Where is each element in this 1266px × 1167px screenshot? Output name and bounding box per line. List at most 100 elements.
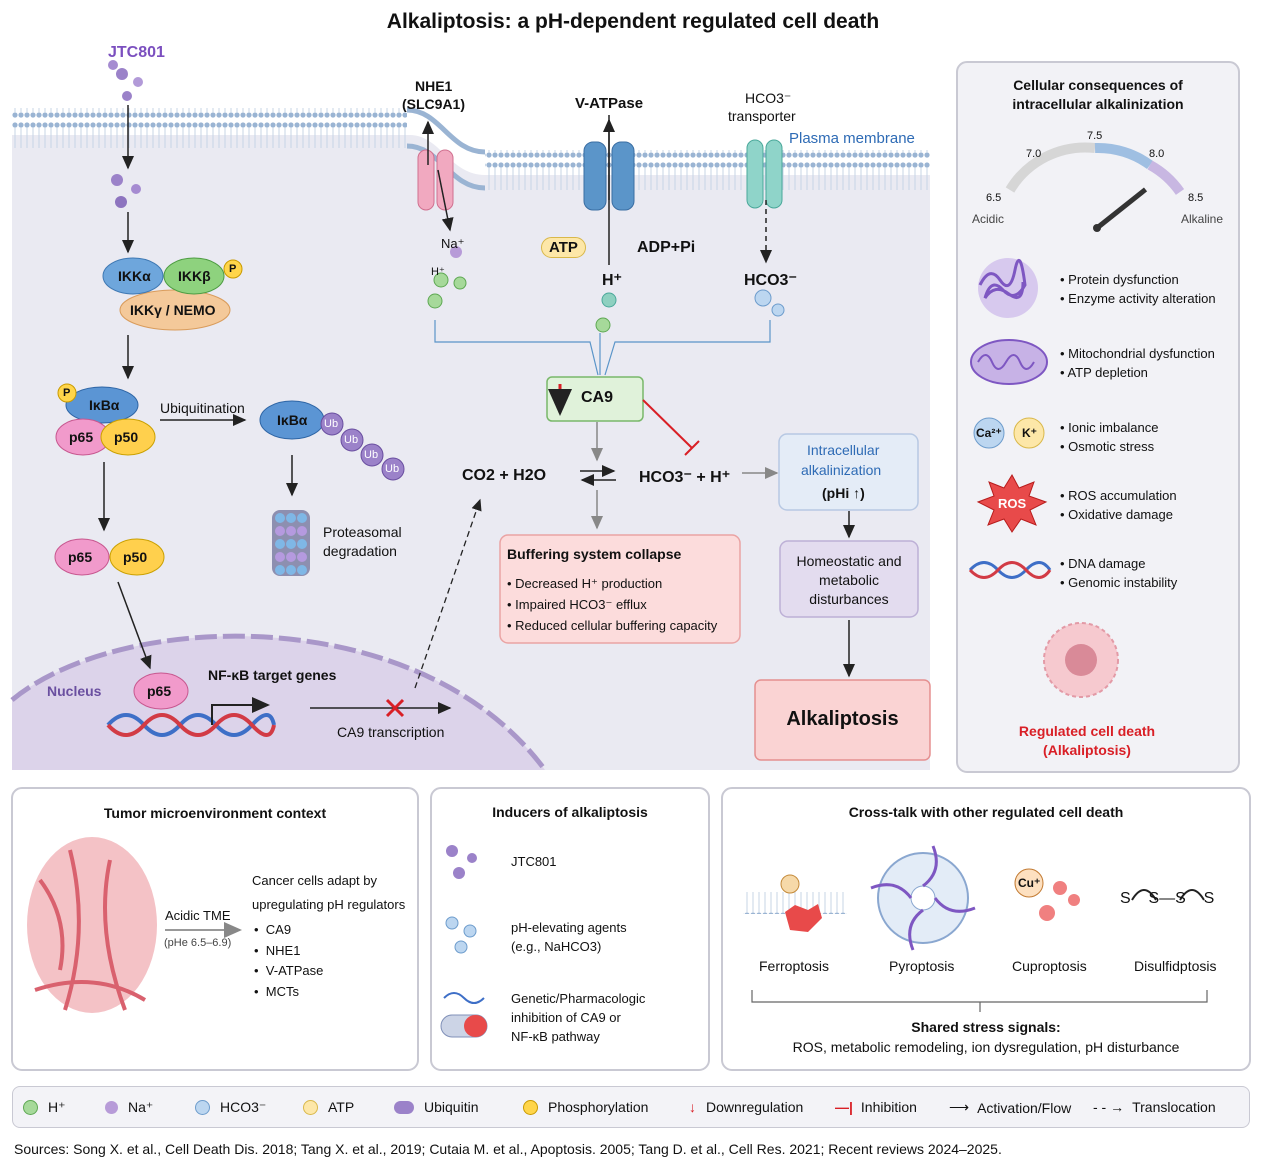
inducer-jtc801: JTC801 xyxy=(511,854,557,869)
dna-icon xyxy=(968,561,1052,579)
ikba xyxy=(65,386,139,424)
phospho-ikkb xyxy=(223,259,243,279)
hco3-particle-1 xyxy=(754,289,772,307)
pyroptosis-label: Pyroptosis xyxy=(889,958,955,974)
ubiquitination-label: Ubiquitination xyxy=(160,400,245,416)
regulated-death-label: Regulated cell death(Alkaliptosis) xyxy=(1018,723,1156,758)
na-particle xyxy=(450,246,462,258)
ikkb-label: IKKβ xyxy=(178,268,211,284)
p-label-1: P xyxy=(229,263,237,275)
p65-label-1: p65 xyxy=(69,429,94,445)
cuproptosis-icon xyxy=(1014,868,1080,921)
legend-activation: ⟶Activation/Flow xyxy=(949,1099,1072,1116)
legend-translocation: - - →Translocation xyxy=(1093,1099,1216,1115)
ph-gauge xyxy=(1005,142,1185,232)
tme-title: Tumor microenvironment context xyxy=(103,805,327,821)
ub-label-3: Ub xyxy=(364,449,379,461)
p50-label-1: p50 xyxy=(114,429,139,445)
consequence-item-5: • DNA damage• Genomic instability xyxy=(1060,556,1178,590)
ub-4 xyxy=(381,457,405,481)
h-particle-5 xyxy=(595,317,611,333)
crosstalk-title: Cross-talk with other regulated cell dea… xyxy=(848,804,1124,820)
regulator-list: • CA9 • NHE1 • V-ATPase • MCTs xyxy=(254,922,324,999)
inducers-title: Inducers of alkaliptosis xyxy=(492,804,648,820)
ca-label: Ca²⁺ xyxy=(976,426,1002,440)
mitochondrion-icon xyxy=(970,339,1048,385)
nucleus-label: Nucleus xyxy=(47,683,102,699)
legend-atp: ATP xyxy=(303,1099,354,1115)
intracellular-label-1: Intracellular xyxy=(807,442,880,458)
hco3-transporter-channel xyxy=(746,139,783,264)
legend-phosphorylation: Phosphorylation xyxy=(523,1099,648,1115)
sources-text: Sources: Song X. et al., Cell Death Dis.… xyxy=(14,1141,1002,1157)
buffer-item-2: • Impaired HCO3⁻ efflux xyxy=(507,597,647,612)
gauge-tick-70: 7.0 xyxy=(1026,148,1042,160)
alkalinization-box xyxy=(778,433,919,511)
inducer-ph-agents: pH-elevating agents(e.g., NaHCO3) xyxy=(511,920,627,954)
ub-label-2: Ub xyxy=(344,434,359,446)
k-ion-icon xyxy=(1013,417,1045,449)
ca-ion-icon xyxy=(973,417,1005,449)
gauge-right-label: Alkaline xyxy=(1181,212,1224,226)
h-small-label: H⁺ xyxy=(431,266,445,278)
ub-1 xyxy=(320,412,344,436)
p65-free xyxy=(54,538,110,576)
gauge-tick-75: 7.5 xyxy=(1087,130,1103,142)
gauge-needle xyxy=(1095,187,1148,230)
plasma-membrane xyxy=(12,107,930,191)
adapt-label-1: Cancer cells adapt by xyxy=(252,873,378,888)
nucleus-area xyxy=(12,636,545,770)
ph-agent-icon xyxy=(445,916,477,954)
ros-label: ROS xyxy=(998,496,1027,511)
jtc801-particles xyxy=(108,60,143,208)
hco3-particle-2 xyxy=(771,303,785,317)
arrow-right-icon: ⟶ xyxy=(949,1099,970,1115)
legend-na: Na⁺ xyxy=(105,1099,153,1116)
p65-nucleus xyxy=(133,672,189,710)
reaction-left-label: CO2 + H2O xyxy=(462,467,547,484)
ros-icon xyxy=(976,473,1048,533)
inducers-panel xyxy=(430,787,710,1071)
legend-h: H⁺ xyxy=(23,1099,66,1116)
cuproptosis-label: Cuproptosis xyxy=(1012,958,1087,974)
ikkb xyxy=(163,257,225,295)
hco3-transporter-label-2: transporter xyxy=(728,108,796,124)
pyroptosis-icon xyxy=(870,845,976,951)
ub-label-1: Ub xyxy=(324,418,339,430)
inhibition-icon: —| xyxy=(835,1099,853,1115)
dna-helix xyxy=(106,713,276,737)
ub-label-4: Ub xyxy=(385,463,400,475)
alkaliptosis-label: Alkaliptosis xyxy=(786,708,899,730)
atp-label: ATP xyxy=(541,237,586,258)
ikkg-label: IKKγ / NEMO xyxy=(130,302,216,318)
alkaliptosis-box xyxy=(754,679,931,761)
p50-complex xyxy=(100,418,156,456)
ub-3 xyxy=(360,443,384,467)
intracellular-label-2: alkalinization xyxy=(801,462,882,478)
ph-range-label: (pHe 6.5–6.9) xyxy=(164,937,232,949)
consequence-item-4: • ROS accumulation• Oxidative damage xyxy=(1060,488,1177,522)
proteasome-icon xyxy=(272,510,310,576)
gauge-left-label: Acidic xyxy=(972,212,1005,226)
vatpase-channel xyxy=(583,115,635,265)
consequence-item-2: • Mitochondrial dysfunction• ATP depleti… xyxy=(1060,346,1215,380)
crosstalk-bracket xyxy=(751,990,1208,1012)
ferroptosis-icon xyxy=(743,874,847,932)
hco3-label: HCO3⁻ xyxy=(744,272,797,289)
adapt-label-2: upregulating pH regulators xyxy=(252,897,406,912)
reaction-right-label: HCO3⁻ + H⁺ xyxy=(639,469,731,486)
buffer-item-1: • Decreased H⁺ production xyxy=(507,576,663,591)
blocked-x-icon xyxy=(385,698,405,718)
jtc801-label: JTC801 xyxy=(108,44,165,61)
buffering-box xyxy=(499,534,741,644)
crosstalk-panel xyxy=(721,787,1251,1071)
buffer-item-3: • Reduced cellular buffering capacity xyxy=(507,618,718,633)
hco3-transporter-label-1: HCO3⁻ xyxy=(745,90,792,106)
h-particle-4 xyxy=(601,292,617,308)
consequence-item-1: • Protein dysfunction• Enzyme activity a… xyxy=(1060,272,1216,306)
gauge-tick-65: 6.5 xyxy=(986,192,1002,204)
acidic-tme-label: Acidic TME xyxy=(165,908,231,923)
